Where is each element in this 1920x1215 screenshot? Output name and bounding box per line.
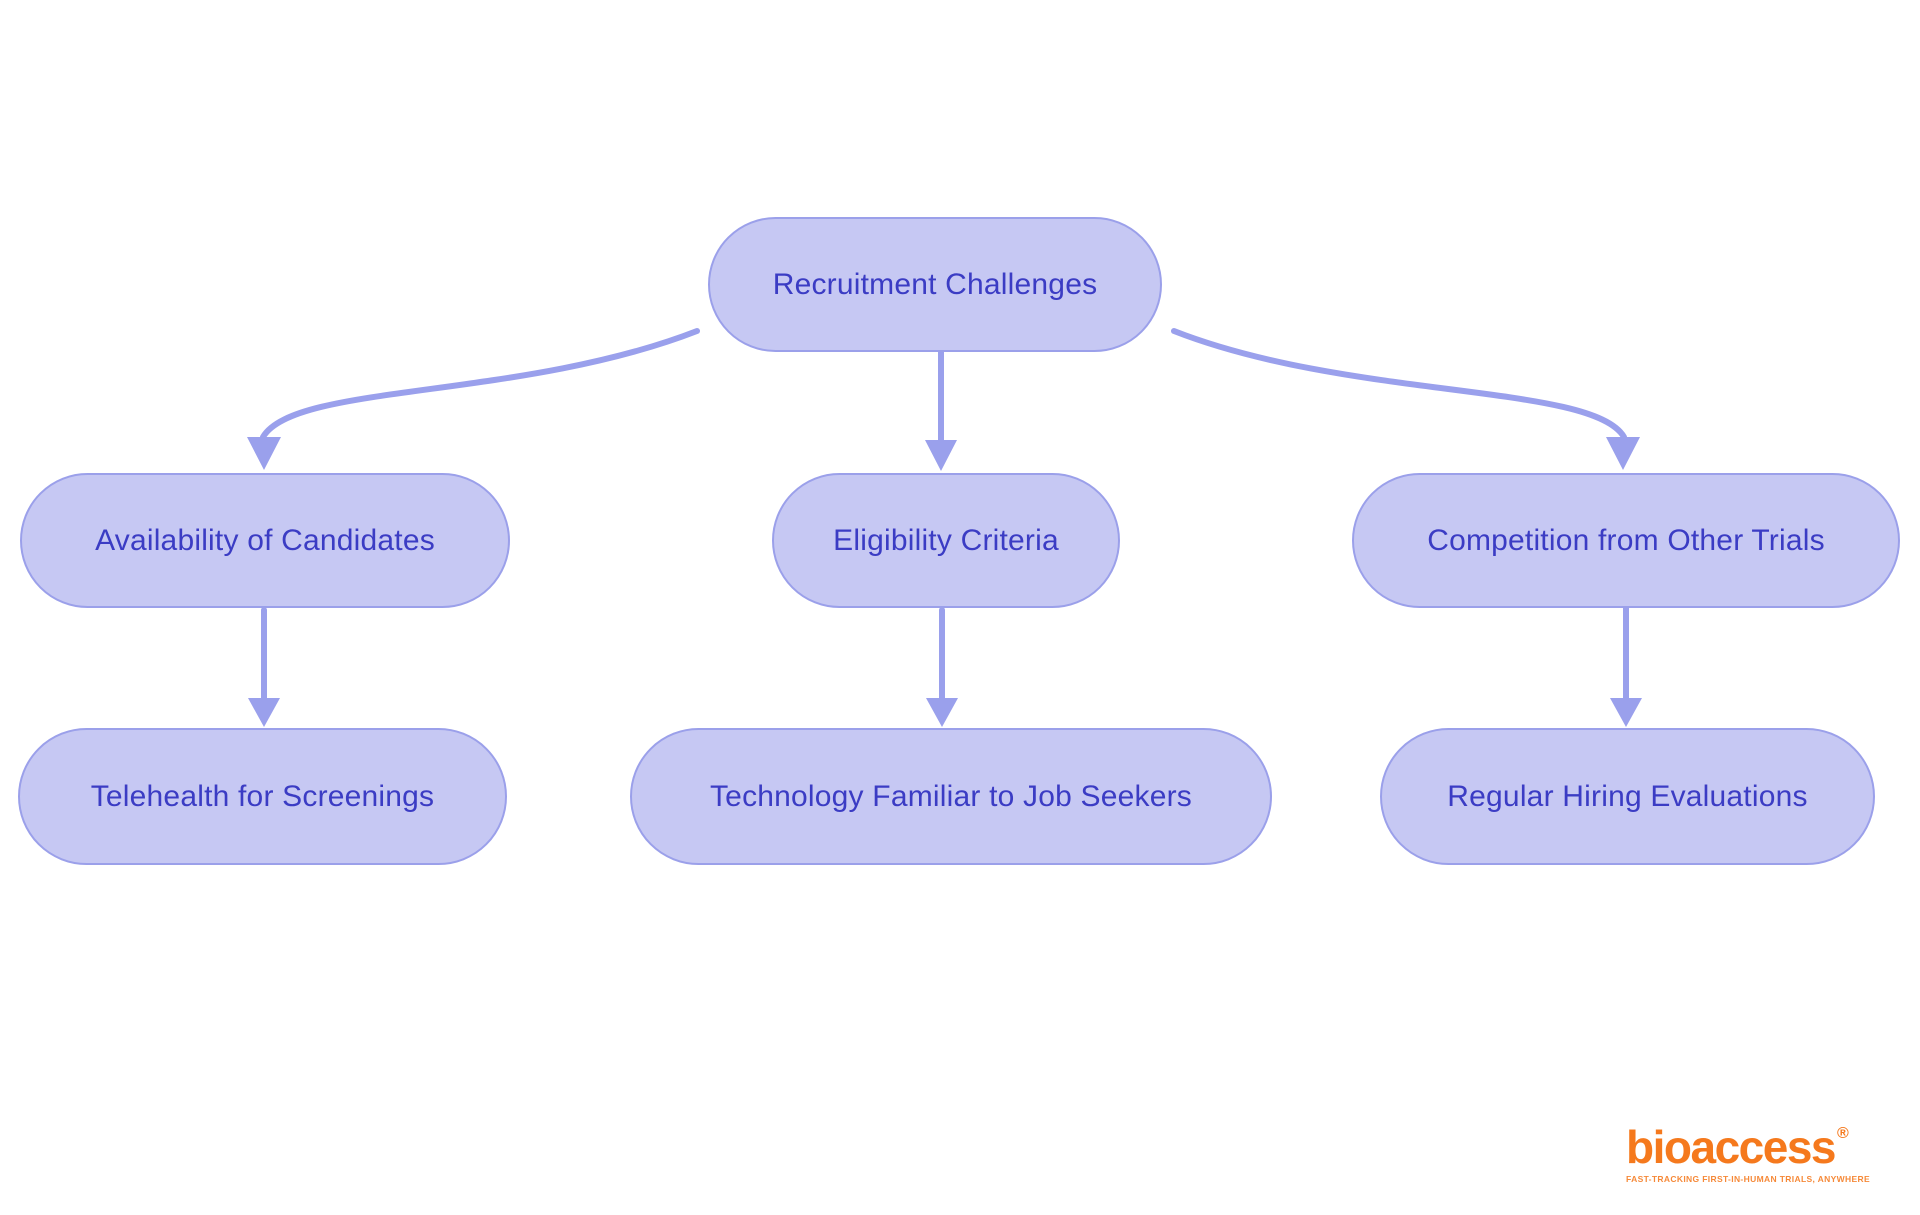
logo-tagline: FAST-TRACKING FIRST-IN-HUMAN TRIALS, ANY… — [1626, 1173, 1870, 1184]
node-eligibility-criteria: Eligibility Criteria — [772, 473, 1120, 608]
logo-brand-text: bioaccess — [1626, 1120, 1836, 1173]
edge-root-to-mid-center — [925, 349, 957, 471]
node-regular-hiring-evaluations: Regular Hiring Evaluations — [1380, 728, 1875, 865]
node-availability-of-candidates: Availability of Candidates — [20, 473, 510, 608]
edge-mid-center-to-bottom-center — [926, 607, 958, 727]
node-telehealth-for-screenings: Telehealth for Screenings — [18, 728, 507, 865]
node-recruitment-challenges: Recruitment Challenges — [708, 217, 1162, 352]
edge-root-to-mid-left — [247, 328, 700, 470]
bioaccess-logo: bioaccess ® FAST-TRACKING FIRST-IN-HUMAN… — [1626, 1124, 1870, 1184]
node-label: Telehealth for Screenings — [90, 779, 435, 813]
node-label: Recruitment Challenges — [772, 267, 1098, 301]
node-label: Regular Hiring Evaluations — [1447, 779, 1808, 813]
logo-brand-row: bioaccess ® — [1626, 1124, 1870, 1170]
node-label: Competition from Other Trials — [1427, 523, 1825, 557]
node-label: Eligibility Criteria — [833, 523, 1059, 557]
edge-mid-right-to-bottom-right — [1610, 605, 1642, 727]
registered-trademark-icon: ® — [1837, 1124, 1849, 1142]
node-label: Technology Familiar to Job Seekers — [709, 779, 1193, 813]
node-label: Availability of Candidates — [95, 523, 435, 557]
edge-root-to-mid-right — [1171, 328, 1640, 470]
node-technology-familiar-to-job-seekers: Technology Familiar to Job Seekers — [630, 728, 1272, 865]
edge-mid-left-to-bottom-left — [248, 607, 280, 727]
node-competition-from-other-trials: Competition from Other Trials — [1352, 473, 1900, 608]
